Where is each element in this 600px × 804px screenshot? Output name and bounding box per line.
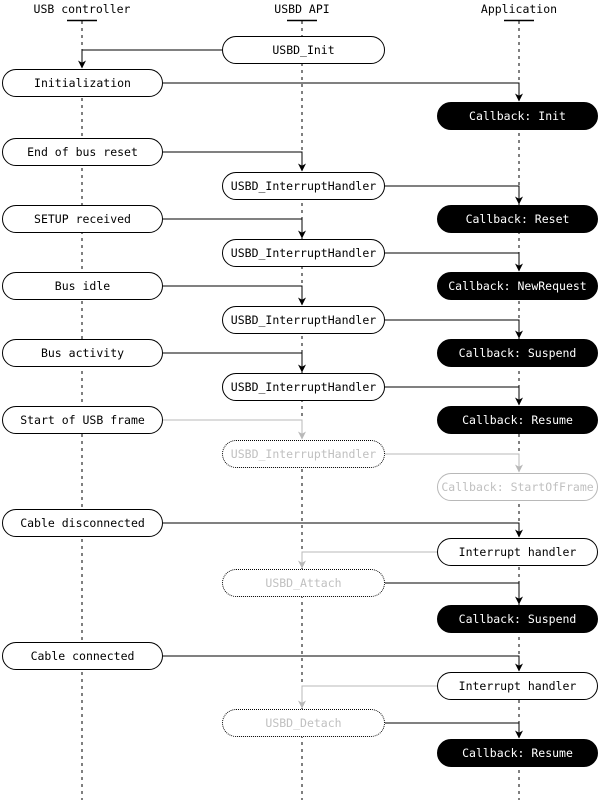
node-interrupt-handler-1[interactable]: USBD_InterruptHandler [222, 172, 385, 200]
message-interrupt-handler-5-ghost-to-callback-startofframe-ghost [385, 453, 523, 473]
node-label: Callback: Reset [465, 212, 570, 226]
node-label: USBD_InterruptHandler [230, 179, 377, 193]
node-label: Bus idle [54, 279, 111, 293]
message-usbd-init-to-initialization [78, 49, 222, 69]
node-label: Callback: Suspend [458, 612, 577, 626]
node-label: USBD_InterruptHandler [230, 313, 377, 327]
message-bus-idle-to-interrupt-handler-3 [163, 285, 306, 306]
node-label: Cable disconnected [20, 516, 145, 530]
message-start-of-usb-frame-to-interrupt-handler-5-ghost [163, 419, 306, 440]
node-label: Bus activity [40, 346, 125, 360]
message-initialization-to-callback-init [163, 82, 523, 102]
node-cable-disconnected[interactable]: Cable disconnected [2, 509, 163, 537]
node-label: Callback: Suspend [458, 346, 577, 360]
lifeline-title-usb-controller: USB controller [33, 2, 131, 16]
node-cable-connected[interactable]: Cable connected [2, 642, 163, 670]
node-initialization[interactable]: Initialization [2, 69, 163, 97]
message-interrupt-handler-2-to-callback-newrequest [385, 252, 523, 272]
node-callback-init[interactable]: Callback: Init [437, 102, 598, 130]
node-callback-startofframe-ghost[interactable]: Callback: StartOfFrame [437, 473, 598, 501]
message-interrupt-handler-app-2-to-usbd-detach-ghost [298, 685, 437, 709]
node-interrupt-handler-5-ghost[interactable]: USBD_InterruptHandler [222, 440, 385, 468]
node-bus-idle[interactable]: Bus idle [2, 272, 163, 300]
node-bus-activity[interactable]: Bus activity [2, 339, 163, 367]
node-interrupt-handler-3[interactable]: USBD_InterruptHandler [222, 306, 385, 334]
node-label: Interrupt handler [458, 679, 577, 693]
node-label: End of bus reset [27, 145, 138, 159]
message-end-of-bus-reset-to-interrupt-handler-1 [163, 151, 306, 172]
node-label: SETUP received [34, 212, 131, 226]
node-label: USBD_InterruptHandler [230, 246, 377, 260]
node-interrupt-handler-app-1[interactable]: Interrupt handler [437, 538, 598, 566]
node-label: Callback: Init [469, 109, 566, 123]
message-setup-received-to-interrupt-handler-2 [163, 218, 306, 239]
node-usbd-init[interactable]: USBD_Init [222, 36, 385, 64]
node-start-of-usb-frame[interactable]: Start of USB frame [2, 406, 163, 434]
node-callback-suspend-2[interactable]: Callback: Suspend [437, 605, 598, 633]
node-label: Callback: NewRequest [448, 279, 587, 293]
lifeline-application [504, 19, 534, 800]
message-interrupt-handler-app-1-to-usbd-attach-ghost [298, 551, 437, 569]
node-callback-reset[interactable]: Callback: Reset [437, 205, 598, 233]
node-label: Cable connected [30, 649, 135, 663]
node-callback-resume-1[interactable]: Callback: Resume [437, 406, 598, 434]
message-interrupt-handler-4-to-callback-resume-1 [385, 386, 523, 406]
node-label: Callback: Resume [462, 746, 573, 760]
node-callback-newrequest[interactable]: Callback: NewRequest [437, 272, 598, 300]
node-interrupt-handler-4[interactable]: USBD_InterruptHandler [222, 373, 385, 401]
node-end-of-bus-reset[interactable]: End of bus reset [2, 138, 163, 166]
message-cable-connected-to-interrupt-handler-app-2 [163, 655, 523, 672]
node-interrupt-handler-2[interactable]: USBD_InterruptHandler [222, 239, 385, 267]
message-bus-activity-to-interrupt-handler-4 [163, 352, 306, 373]
message-interrupt-handler-1-to-callback-reset [385, 185, 523, 205]
node-label: USBD_Detach [265, 716, 342, 730]
node-label: Initialization [34, 76, 131, 90]
node-label: Callback: StartOfFrame [441, 480, 594, 494]
node-setup-received[interactable]: SETUP received [2, 205, 163, 233]
node-usbd-attach-ghost[interactable]: USBD_Attach [222, 569, 385, 597]
message-interrupt-handler-3-to-callback-suspend-1 [385, 319, 523, 339]
node-label: Callback: Resume [462, 413, 573, 427]
message-usbd-attach-ghost-to-callback-suspend-2 [385, 582, 523, 605]
lifeline-title-application: Application [480, 2, 558, 16]
lifeline-usb-controller [67, 19, 97, 800]
message-cable-disconnected-to-interrupt-handler-app-1 [163, 522, 523, 538]
message-usbd-detach-ghost-to-callback-resume-2 [385, 722, 523, 739]
node-label: Start of USB frame [20, 413, 145, 427]
node-label: Interrupt handler [458, 545, 577, 559]
node-interrupt-handler-app-2[interactable]: Interrupt handler [437, 672, 598, 700]
node-callback-resume-2[interactable]: Callback: Resume [437, 739, 598, 767]
node-usbd-detach-ghost[interactable]: USBD_Detach [222, 709, 385, 737]
node-label: USBD_InterruptHandler [230, 380, 377, 394]
node-label: USBD_InterruptHandler [230, 447, 377, 461]
lifeline-title-usbd-api: USBD API [274, 2, 330, 16]
lifeline-usbd-api [287, 19, 317, 800]
node-callback-suspend-1[interactable]: Callback: Suspend [437, 339, 598, 367]
node-label: USBD_Init [272, 43, 335, 57]
node-label: USBD_Attach [265, 576, 342, 590]
